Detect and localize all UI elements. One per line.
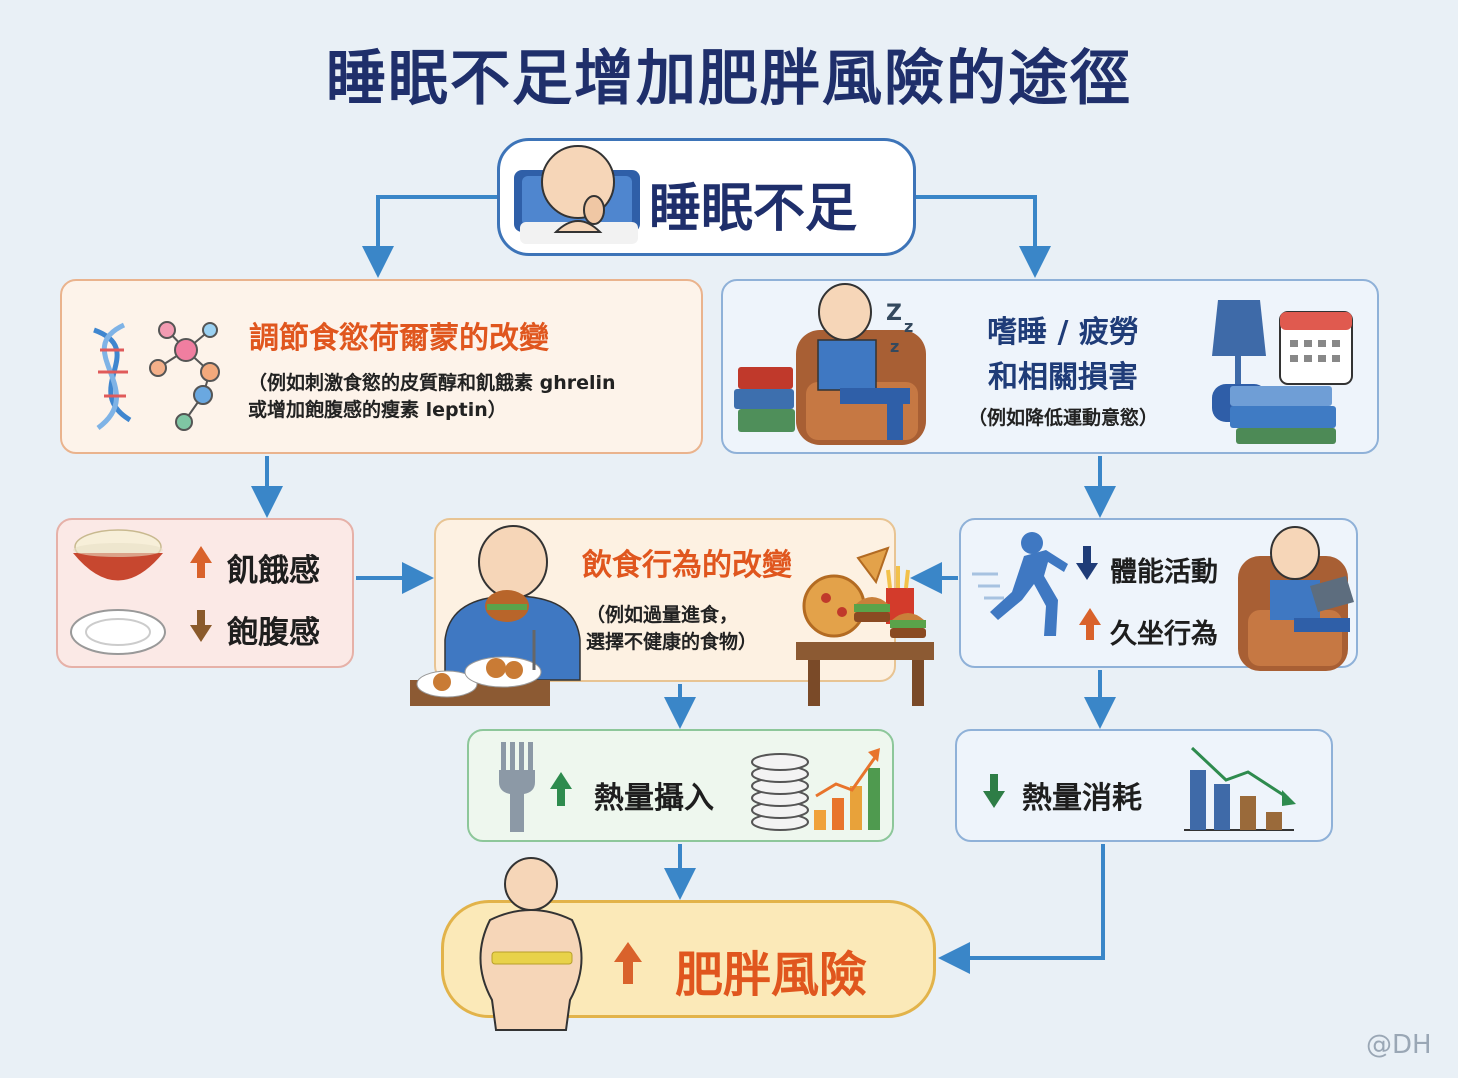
activity-label: 體能活動	[1110, 557, 1218, 588]
calorie-expenditure-box	[955, 729, 1333, 842]
eating-note-line1: （例如過量進食，	[586, 604, 739, 626]
obesity-risk-label: 肥胖風險	[675, 947, 868, 1003]
fatigue-note: （例如降低運動意慾）	[967, 407, 1158, 429]
hunger-label: 飢餓感	[227, 553, 320, 589]
fatigue-heading-line1: 嗜睡 / 疲勞	[987, 315, 1139, 350]
sleep-deprivation-label: 睡眠不足	[649, 179, 858, 239]
sedentary-label: 久坐行為	[1110, 619, 1218, 650]
fatigue-heading-line2: 和相關損害	[988, 360, 1138, 395]
eating-heading: 飲食行為的改變	[582, 548, 792, 583]
hormone-note-line1: （例如刺激食慾的皮質醇和飢餓素 ghrelin	[248, 372, 616, 394]
arrow-top-right	[916, 195, 1051, 278]
hormone-change-box	[60, 279, 703, 454]
hormone-note-line2: 或增加飽腹感的瘦素 leptin）	[248, 399, 507, 421]
expenditure-label: 熱量消耗	[1022, 781, 1142, 816]
watermark: @DH	[1366, 1030, 1432, 1060]
satiety-label: 飽腹感	[227, 615, 320, 651]
page-title: 睡眠不足增加肥胖風險的途徑	[326, 44, 1132, 114]
arrow-top-left	[362, 195, 497, 278]
hormone-heading: 調節食慾荷爾蒙的改變	[249, 321, 549, 356]
intake-label: 熱量攝入	[594, 781, 714, 816]
arrow-expend-to-risk	[938, 844, 1105, 974]
eating-note-line2: 選擇不健康的食物）	[586, 631, 758, 653]
